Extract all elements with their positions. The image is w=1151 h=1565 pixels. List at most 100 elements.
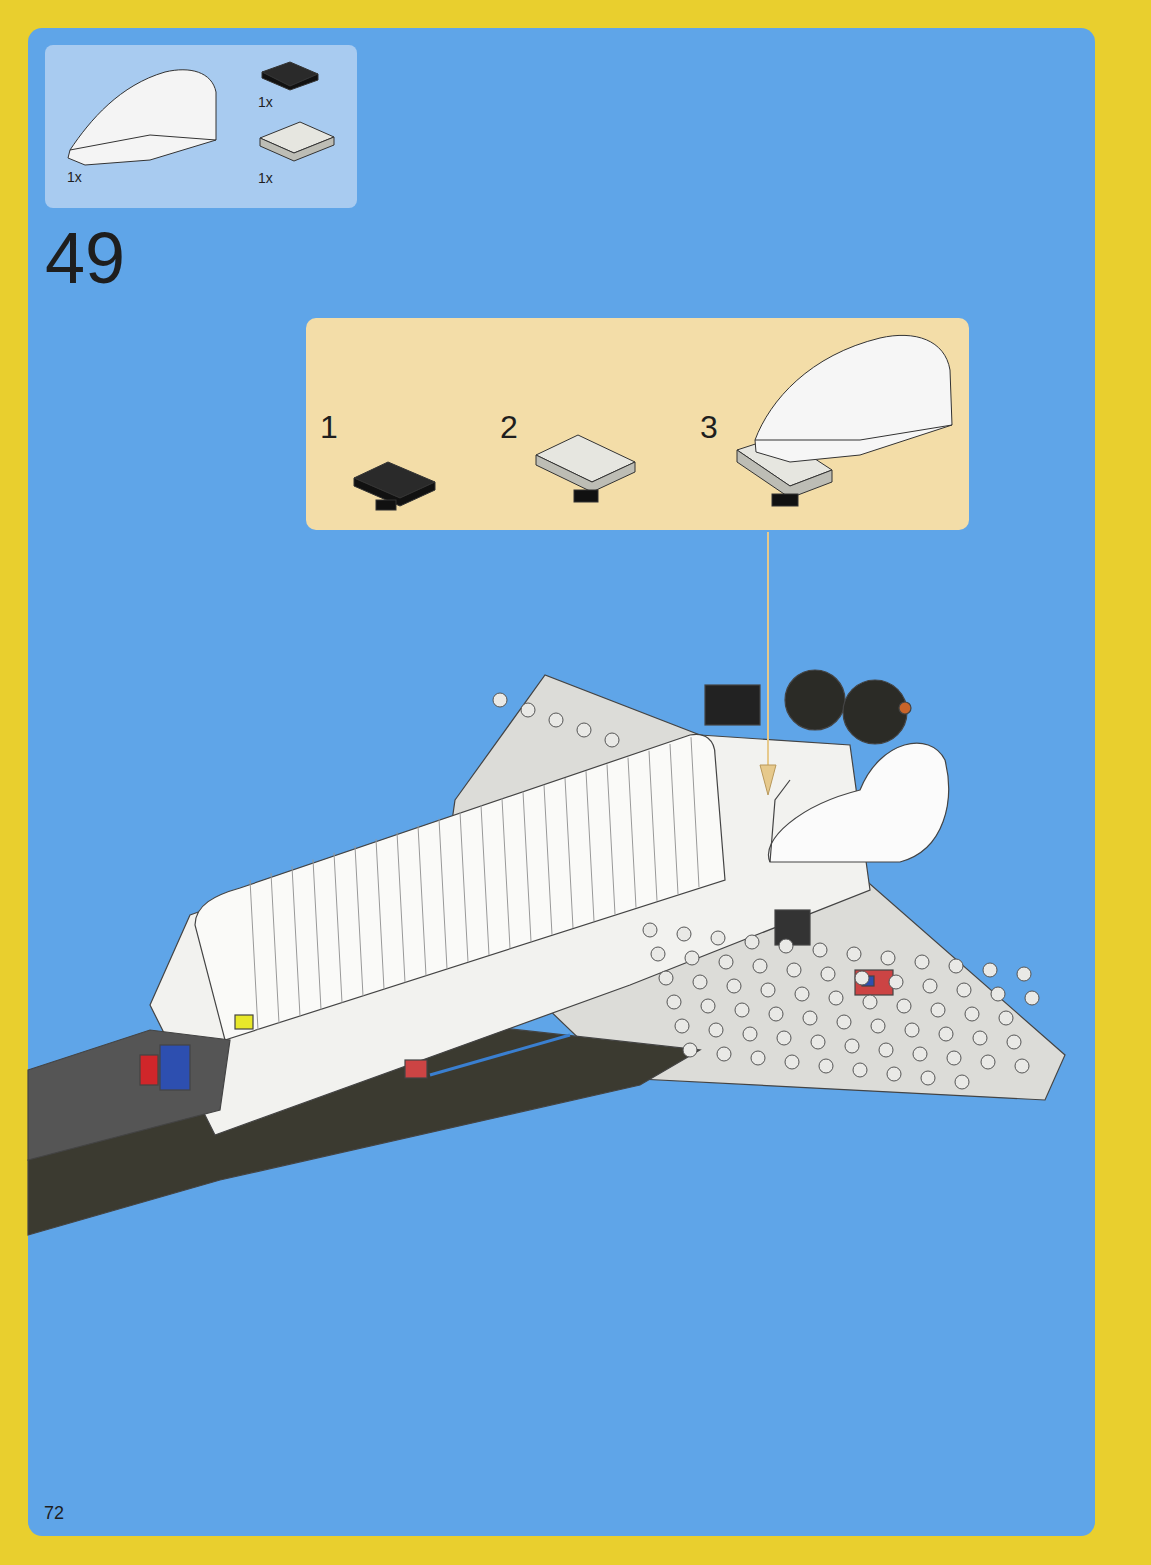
stud bbox=[719, 955, 733, 969]
stud bbox=[981, 1055, 995, 1069]
stud bbox=[751, 1051, 765, 1065]
stud bbox=[769, 1007, 783, 1021]
stud bbox=[939, 1027, 953, 1041]
stud bbox=[785, 1055, 799, 1069]
stud bbox=[947, 1051, 961, 1065]
parts-list-panel: 1x 1x 1x bbox=[45, 45, 357, 208]
stud bbox=[675, 1019, 689, 1033]
wing-studs bbox=[493, 693, 1039, 1089]
stud bbox=[819, 1059, 833, 1073]
stud bbox=[853, 1063, 867, 1077]
stud bbox=[923, 979, 937, 993]
callout-icons bbox=[354, 335, 952, 510]
rib-line bbox=[376, 839, 384, 989]
stud bbox=[1015, 1059, 1029, 1073]
stud bbox=[677, 927, 691, 941]
stud bbox=[965, 1007, 979, 1021]
rib-line bbox=[397, 832, 405, 982]
stud bbox=[811, 1035, 825, 1049]
stud bbox=[889, 975, 903, 989]
stud bbox=[897, 999, 911, 1013]
stud bbox=[711, 931, 725, 945]
rib-line bbox=[607, 764, 615, 914]
part-count: 1x bbox=[258, 171, 273, 185]
stud bbox=[829, 991, 843, 1005]
stud bbox=[921, 1071, 935, 1085]
stud bbox=[957, 983, 971, 997]
rib-line bbox=[460, 812, 468, 962]
rib-line bbox=[649, 751, 657, 901]
rib-line bbox=[439, 819, 447, 969]
stud bbox=[577, 723, 591, 737]
stud bbox=[683, 1043, 697, 1057]
rib-line bbox=[565, 778, 573, 928]
stud bbox=[605, 733, 619, 747]
part-count: 1x bbox=[258, 95, 273, 109]
stud bbox=[881, 951, 895, 965]
step-number: 49 bbox=[45, 222, 125, 294]
stud bbox=[999, 1011, 1013, 1025]
page-panel bbox=[28, 28, 1095, 1536]
stud bbox=[931, 1003, 945, 1017]
stud bbox=[667, 995, 681, 1009]
stud bbox=[717, 1047, 731, 1061]
rib-line bbox=[250, 880, 258, 1030]
stud bbox=[643, 923, 657, 937]
stud bbox=[493, 693, 507, 707]
stud bbox=[913, 1047, 927, 1061]
part-count: 1x bbox=[67, 170, 82, 184]
cargo-bay-ribs bbox=[250, 737, 699, 1030]
leader-arrow bbox=[760, 532, 776, 795]
sub-step-number: 2 bbox=[500, 411, 518, 443]
rib-line bbox=[481, 805, 489, 955]
sub-step-number: 3 bbox=[700, 411, 718, 443]
stud bbox=[821, 967, 835, 981]
stud bbox=[693, 975, 707, 989]
stud bbox=[727, 979, 741, 993]
stud bbox=[905, 1023, 919, 1037]
stud bbox=[855, 971, 869, 985]
stud bbox=[1007, 1035, 1021, 1049]
stud bbox=[803, 1011, 817, 1025]
rib-line bbox=[313, 860, 321, 1010]
rib-line bbox=[355, 846, 363, 996]
rib-line bbox=[586, 771, 594, 921]
rib-line bbox=[523, 792, 531, 942]
stud bbox=[973, 1031, 987, 1045]
page-number: 72 bbox=[44, 1504, 64, 1522]
rib-line bbox=[691, 737, 699, 887]
stud bbox=[813, 943, 827, 957]
stud bbox=[651, 947, 665, 961]
stud bbox=[521, 703, 535, 717]
stud bbox=[753, 959, 767, 973]
stud bbox=[863, 995, 877, 1009]
stud bbox=[659, 971, 673, 985]
stud bbox=[983, 963, 997, 977]
stud bbox=[949, 959, 963, 973]
rib-line bbox=[292, 866, 300, 1016]
stud bbox=[991, 987, 1005, 1001]
stud bbox=[745, 935, 759, 949]
rib-line bbox=[502, 798, 510, 948]
rib-line bbox=[418, 826, 426, 976]
stud bbox=[915, 955, 929, 969]
stud bbox=[845, 1039, 859, 1053]
rib-line bbox=[670, 744, 678, 894]
stud bbox=[743, 1027, 757, 1041]
stud bbox=[777, 1031, 791, 1045]
stud bbox=[837, 1015, 851, 1029]
stud bbox=[795, 987, 809, 1001]
rib-line bbox=[544, 785, 552, 935]
parts-panel bbox=[45, 45, 357, 208]
stud bbox=[1017, 967, 1031, 981]
part-icons bbox=[68, 62, 334, 165]
callout-panel bbox=[306, 318, 969, 530]
rib-line bbox=[628, 758, 636, 908]
stud bbox=[1025, 991, 1039, 1005]
stud bbox=[761, 983, 775, 997]
sub-step-number: 1 bbox=[320, 411, 338, 443]
stud bbox=[955, 1075, 969, 1089]
stud bbox=[549, 713, 563, 727]
